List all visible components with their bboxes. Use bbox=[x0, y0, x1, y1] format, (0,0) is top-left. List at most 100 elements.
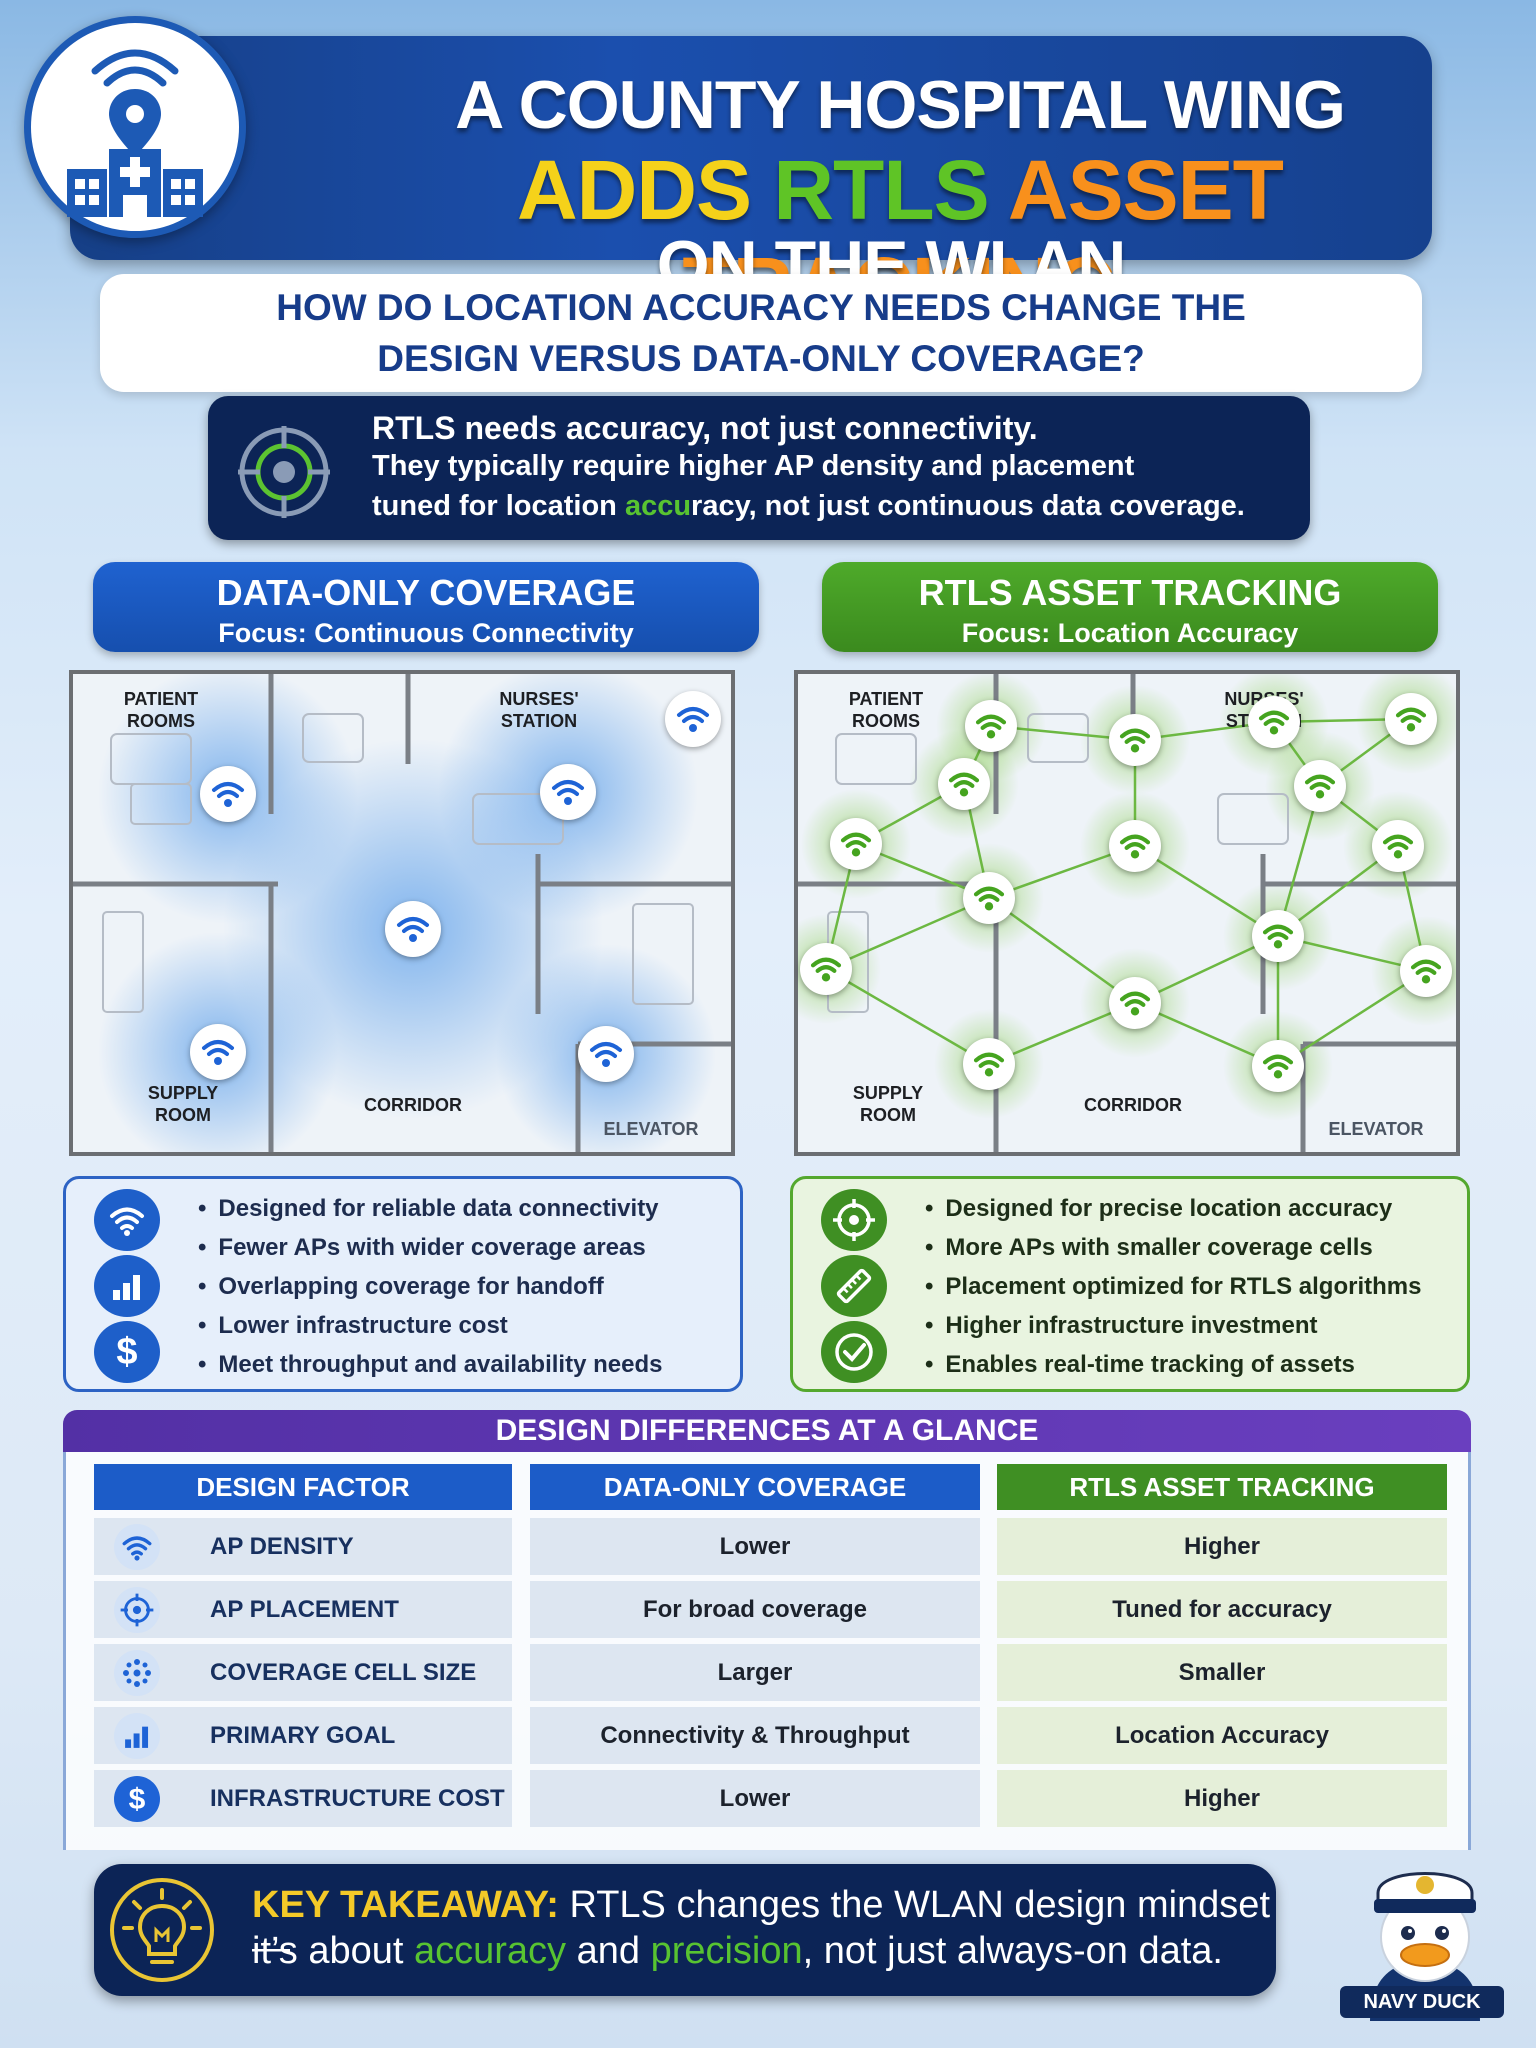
row-data-only-value: Lower bbox=[530, 1770, 980, 1827]
access-point-icon bbox=[665, 691, 721, 747]
row-rtls-value: Tuned for accuracy bbox=[997, 1581, 1447, 1638]
access-point-icon bbox=[1252, 1040, 1304, 1092]
list-item: Designed for reliable data connectivity bbox=[198, 1189, 662, 1228]
question-text: HOW DO LOCATION ACCURACY NEEDS CHANGE TH… bbox=[276, 287, 1246, 379]
hospital-wifi-location-icon bbox=[24, 16, 246, 238]
callout-line-2: They typically require higher AP density… bbox=[372, 450, 1135, 482]
label-nurses-station: NURSES' STATION bbox=[499, 689, 579, 731]
row-factor: INFRASTRUCTURE COST bbox=[210, 1785, 505, 1812]
list-item: Overlapping coverage for handoff bbox=[198, 1267, 662, 1306]
bar-chart-icon bbox=[114, 1713, 160, 1759]
callout-line-1: RTLS needs accuracy, not just connectivi… bbox=[372, 410, 1038, 446]
label-corridor: CORRIDOR bbox=[364, 1095, 462, 1115]
dollar-icon: $ bbox=[94, 1321, 160, 1383]
takeaway-line-1: KEY TAKEAWAY: RTLS changes the WLAN desi… bbox=[252, 1884, 1276, 1970]
label-patient-rooms: PATIENT ROOMS bbox=[123, 689, 199, 731]
data-only-heading: DATA-ONLY COVERAGE bbox=[216, 572, 636, 613]
cells-icon bbox=[114, 1650, 160, 1696]
takeaway-text-2b: and bbox=[566, 1930, 651, 1972]
takeaway-line-2: it’s about accuracy and precision, not j… bbox=[252, 1930, 1223, 1973]
data-only-subheading: Focus: Continuous Connectivity bbox=[218, 618, 634, 648]
takeaway-label: KEY TAKEAWAY: bbox=[252, 1884, 559, 1926]
data-only-header: DATA-ONLY COVERAGE Focus: Continuous Con… bbox=[93, 562, 759, 652]
list-item: Lower infrastructure cost bbox=[198, 1306, 662, 1345]
list-item: Meet throughput and availability needs bbox=[198, 1345, 662, 1384]
rtls-floor-plan: PATIENT ROOMS NURSES' STATION SUPPLY ROO… bbox=[794, 670, 1460, 1156]
access-point-icon bbox=[963, 872, 1015, 924]
title-word-rtls: RTLS bbox=[773, 143, 989, 237]
crosshair-icon bbox=[821, 1189, 887, 1251]
label-elevator: ELEVATOR bbox=[603, 1119, 699, 1139]
callout-line-3: tuned for location accuracy, not just co… bbox=[372, 490, 1245, 523]
row-rtls-value: Smaller bbox=[997, 1644, 1447, 1701]
row-data-only-value: Larger bbox=[530, 1644, 980, 1701]
access-point-icon bbox=[1385, 693, 1437, 745]
label-corridor: CORRIDOR bbox=[1084, 1095, 1182, 1115]
access-point-icon bbox=[540, 764, 596, 820]
table-header-rtls: RTLS ASSET TRACKING bbox=[997, 1464, 1447, 1510]
list-item: Placement optimized for RTLS algorithms bbox=[925, 1267, 1421, 1306]
access-point-icon bbox=[938, 758, 990, 810]
data-only-floor-plan: PATIENT ROOMS NURSES' STATION SUPPLY ROO… bbox=[69, 670, 735, 1156]
callout-line-3-pre: tuned for location bbox=[372, 490, 625, 522]
label-patient-rooms: PATIENT ROOMS bbox=[848, 689, 924, 731]
list-item: Designed for precise location accuracy bbox=[925, 1189, 1421, 1228]
rtls-subheading: Focus: Location Accuracy bbox=[961, 618, 1299, 648]
row-rtls-value: Higher bbox=[997, 1770, 1447, 1827]
access-point-icon bbox=[1294, 760, 1346, 812]
row-factor: AP PLACEMENT bbox=[210, 1596, 399, 1623]
list-item: More APs with smaller coverage cells bbox=[925, 1228, 1421, 1267]
row-rtls-value: Location Accuracy bbox=[997, 1707, 1447, 1764]
crosshair-icon bbox=[114, 1587, 160, 1633]
question-box: HOW DO LOCATION ACCURACY NEEDS CHANGE TH… bbox=[100, 274, 1422, 392]
access-point-icon bbox=[800, 943, 852, 995]
label-supply-room: SUPPLY ROOM bbox=[147, 1083, 219, 1125]
rtls-callout: RTLS needs accuracy, not just connectivi… bbox=[208, 396, 1310, 540]
dollar-icon: $ bbox=[114, 1776, 160, 1822]
wifi-icon bbox=[114, 1524, 160, 1570]
list-item: Fewer APs with wider coverage areas bbox=[198, 1228, 662, 1267]
bar-chart-icon bbox=[94, 1255, 160, 1317]
rtls-bullet-list: Designed for precise location accuracy M… bbox=[925, 1189, 1421, 1384]
access-point-icon bbox=[1372, 820, 1424, 872]
target-icon bbox=[238, 426, 330, 518]
access-point-icon bbox=[1400, 945, 1452, 997]
takeaway-text-2c: , not just always-on data. bbox=[802, 1930, 1223, 1972]
ruler-icon bbox=[821, 1255, 887, 1317]
access-point-icon bbox=[965, 700, 1017, 752]
key-takeaway: KEY TAKEAWAY: RTLS changes the WLAN desi… bbox=[94, 1864, 1276, 1996]
data-only-features: $ Designed for reliable data connectivit… bbox=[63, 1176, 743, 1392]
mascot-label: NAVY DUCK bbox=[1340, 1986, 1504, 2018]
takeaway-precision-word: precision bbox=[650, 1930, 803, 1972]
access-point-icon bbox=[190, 1024, 246, 1080]
access-point-icon bbox=[578, 1026, 634, 1082]
wifi-icon bbox=[94, 1189, 160, 1251]
row-data-only-value: Lower bbox=[530, 1518, 980, 1575]
row-factor: PRIMARY GOAL bbox=[210, 1722, 396, 1749]
table-title: DESIGN DIFFERENCES AT A GLANCE bbox=[63, 1410, 1471, 1452]
rtls-header: RTLS ASSET TRACKING Focus: Location Accu… bbox=[822, 562, 1438, 652]
takeaway-text-2a: it’s about bbox=[252, 1930, 414, 1972]
access-point-icon bbox=[1252, 910, 1304, 962]
access-point-icon bbox=[1109, 714, 1161, 766]
lightbulb-icon bbox=[110, 1878, 214, 1982]
access-point-icon bbox=[1248, 696, 1300, 748]
title-line-1: A COUNTY HOSPITAL WING bbox=[455, 67, 1346, 143]
access-point-icon bbox=[1109, 820, 1161, 872]
list-item: Enables real-time tracking of assets bbox=[925, 1345, 1421, 1384]
table-header-factor: DESIGN FACTOR bbox=[94, 1464, 512, 1510]
callout-accent-word: accu bbox=[624, 490, 692, 522]
checkmark-icon bbox=[821, 1321, 887, 1383]
row-data-only-value: For broad coverage bbox=[530, 1581, 980, 1638]
rtls-heading: RTLS ASSET TRACKING bbox=[918, 572, 1342, 613]
access-point-icon bbox=[385, 901, 441, 957]
table-header-data-only: DATA-ONLY COVERAGE bbox=[530, 1464, 980, 1510]
row-rtls-value: Higher bbox=[997, 1518, 1447, 1575]
rtls-features: Designed for precise location accuracy M… bbox=[790, 1176, 1470, 1392]
callout-line-3-post: racy, not just continuous data coverage. bbox=[691, 490, 1245, 522]
access-point-icon bbox=[830, 818, 882, 870]
label-supply-room: SUPPLY ROOM bbox=[852, 1083, 924, 1125]
comparison-table: DESIGN FACTOR DATA-ONLY COVERAGE RTLS AS… bbox=[63, 1452, 1471, 1850]
label-elevator: ELEVATOR bbox=[1328, 1119, 1424, 1139]
takeaway-text-1: RTLS changes the WLAN design mindset— bbox=[252, 1884, 1270, 1969]
